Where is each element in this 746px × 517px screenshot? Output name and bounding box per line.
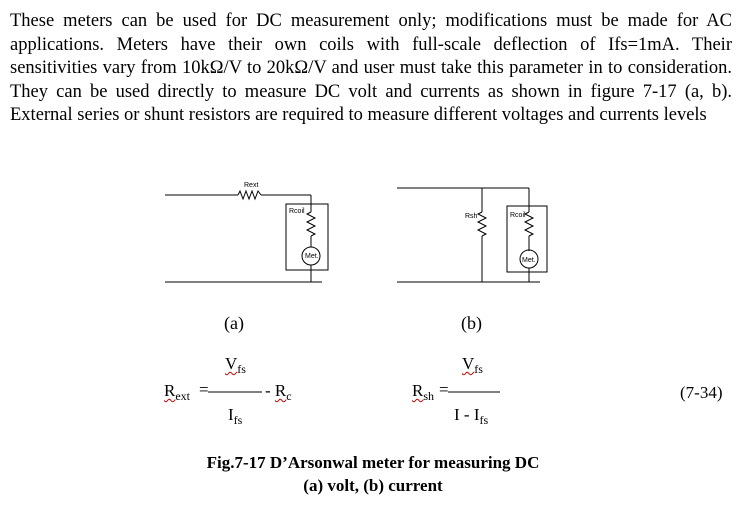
- circuit-b: [397, 187, 548, 283]
- vfs-numerator-b: Vfs: [462, 354, 483, 376]
- rcoil-label-b: Rcoil: [510, 212, 526, 219]
- equals-a: =: [199, 380, 209, 399]
- circuit-a: [165, 189, 329, 283]
- rext-label: Rext: [244, 182, 258, 189]
- rcoil-resistor-b: [523, 211, 535, 237]
- vfs-numerator-a: Vfs: [225, 354, 246, 376]
- meter-box-b: [506, 205, 548, 273]
- label-a: (a): [224, 313, 244, 333]
- rsh-resistor: [476, 211, 488, 237]
- label-b: (b): [461, 313, 482, 333]
- equals-b: =: [439, 380, 449, 399]
- rsh-label: Rsh: [465, 213, 478, 220]
- denominator-b: I - Ifs: [454, 405, 489, 427]
- ifs-denominator-a: Ifs: [228, 405, 243, 427]
- figure-caption-line2: (a) volt, (b) current: [303, 476, 443, 495]
- rext-symbol: Rext: [164, 381, 191, 403]
- figure-caption-line1: Fig.7-17 D’Arsonwal meter for measuring …: [206, 453, 540, 472]
- meter-label-b: Met.: [522, 257, 536, 264]
- minus-rc: - Rc: [265, 381, 292, 403]
- rext-resistor: [237, 189, 262, 201]
- rcoil-label-a: Rcoil: [289, 208, 305, 215]
- equation-number: (7-34): [680, 383, 723, 402]
- rcoil-resistor-a: [305, 211, 317, 237]
- rsh-symbol: Rsh: [412, 381, 435, 403]
- meter-label-a: Met.: [305, 253, 319, 260]
- body-paragraph: These meters can be used for DC measurem…: [10, 11, 732, 125]
- meter-box-a: [285, 203, 329, 271]
